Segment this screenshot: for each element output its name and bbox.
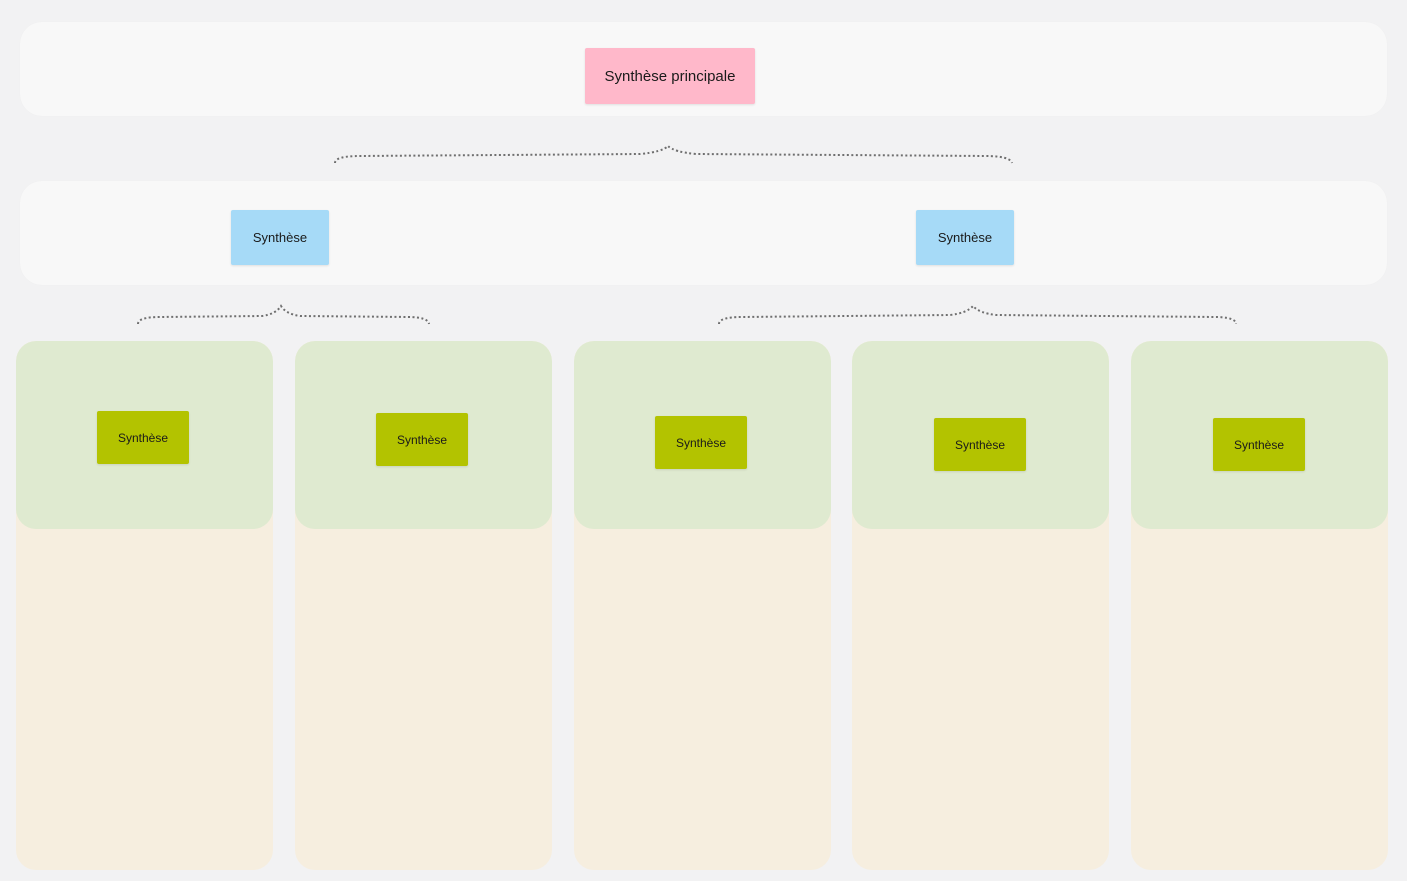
column-1 xyxy=(16,341,273,870)
brace-left xyxy=(137,304,430,325)
main-synthesis-label: Synthèse principale xyxy=(604,67,736,85)
column-synthesis-label: Synthèse xyxy=(954,437,1006,452)
column-synthesis-note-5[interactable]: Synthèse xyxy=(1213,418,1305,471)
main-synthesis-note[interactable]: Synthèse principale xyxy=(585,48,755,104)
brace-top xyxy=(334,144,1013,164)
synthesis-label: Synthèse xyxy=(252,230,308,245)
column-synthesis-note-1[interactable]: Synthèse xyxy=(97,411,189,464)
column-synthesis-label: Synthèse xyxy=(117,430,169,445)
column-synthesis-label: Synthèse xyxy=(1233,437,1285,452)
column-synthesis-note-3[interactable]: Synthèse xyxy=(655,416,747,469)
column-synthesis-label: Synthèse xyxy=(675,435,727,450)
brace-right xyxy=(718,304,1237,325)
column-synthesis-note-4[interactable]: Synthèse xyxy=(934,418,1026,471)
column-synthesis-label: Synthèse xyxy=(396,432,448,447)
synthesis-label: Synthèse xyxy=(937,230,993,245)
column-synthesis-note-2[interactable]: Synthèse xyxy=(376,413,468,466)
synthesis-note-left[interactable]: Synthèse xyxy=(231,210,329,265)
synthesis-note-right[interactable]: Synthèse xyxy=(916,210,1014,265)
